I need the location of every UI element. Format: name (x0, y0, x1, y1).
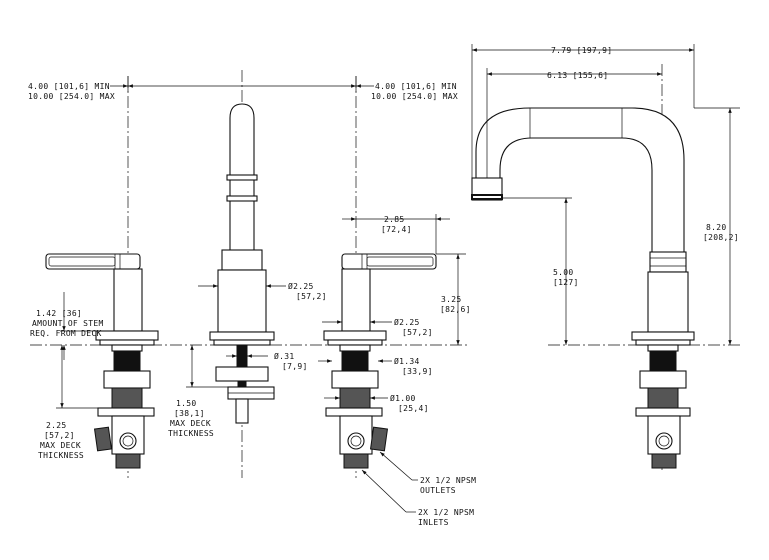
dimension-lines (56, 44, 740, 513)
max-deck-mid-line3: MAX DECK (170, 419, 211, 428)
max-deck-mid-line4: THICKNESS (168, 429, 214, 438)
inlets-line2: INLETS (418, 518, 449, 527)
overall-width: 7.79 [197,9] (551, 46, 612, 55)
max-deck-left-line1: 2.25 (46, 421, 66, 430)
stem-amount-line2: AMOUNT OF STEM (32, 319, 104, 328)
max-deck-mid-line2: [38,1] (174, 409, 205, 418)
outlets-line1: 2X 1/2 NPSM (420, 476, 476, 485)
valve-dia-1-34-line2: [33,9] (402, 367, 433, 376)
dimension-labels: 4.00 [101,6] MIN 10.00 [254.0] MAX 4.00 … (28, 46, 739, 527)
outlets-line2: OUTLETS (420, 486, 456, 495)
spout-height-line1: 5.00 (553, 268, 573, 277)
right-spacing-min: 4.00 [101,6] MIN (375, 82, 457, 91)
spout-reach: 6.13 [155,6] (547, 71, 608, 80)
handle-height-line2: [82,6] (440, 305, 471, 314)
max-deck-left-line4: THICKNESS (38, 451, 84, 460)
shank-dia-line2: [7,9] (282, 362, 308, 371)
max-deck-mid-line1: 1.50 (176, 399, 196, 408)
spout-height-line2: [127] (553, 278, 579, 287)
handle-reach-line2: [72,4] (381, 225, 412, 234)
handle-reach-line1: 2.85 (384, 215, 404, 224)
spout-front-view (209, 103, 275, 424)
inlets-line1: 2X 1/2 NPSM (418, 508, 474, 517)
right-spacing-max: 10.00 [254.0] MAX (371, 92, 458, 101)
handle-height-line1: 3.25 (441, 295, 461, 304)
valve-dia-1-00-line1: Ø1.00 (390, 393, 416, 403)
left-handle-view (45, 253, 159, 469)
spout-side-view (471, 107, 695, 469)
right-handle-view (323, 253, 437, 469)
max-deck-left-line3: MAX DECK (40, 441, 81, 450)
left-spacing-min: 4.00 [101,6] MIN (28, 82, 110, 91)
handle-base-dia-line2: [57,2] (402, 328, 433, 337)
spout-base-dia-line2: [57,2] (296, 292, 327, 301)
handle-base-dia-line1: Ø2.25 (394, 317, 420, 327)
valve-dia-1-34-line1: Ø1.34 (394, 356, 420, 366)
valve-dia-1-00-line2: [25,4] (398, 404, 429, 413)
left-spacing-max: 10.00 [254.0] MAX (28, 92, 115, 101)
overall-height-line2: [208,2] (703, 233, 739, 242)
overall-height-line1: 8.20 (706, 223, 726, 232)
stem-amount-line1: 1.42 [36] (36, 309, 82, 318)
stem-amount-line3: REQ. FROM DECK (30, 329, 102, 338)
max-deck-left-line2: [57,2] (44, 431, 75, 440)
spout-base-dia-line1: Ø2.25 (288, 281, 314, 291)
shank-dia-line1: Ø.31 (274, 351, 294, 361)
